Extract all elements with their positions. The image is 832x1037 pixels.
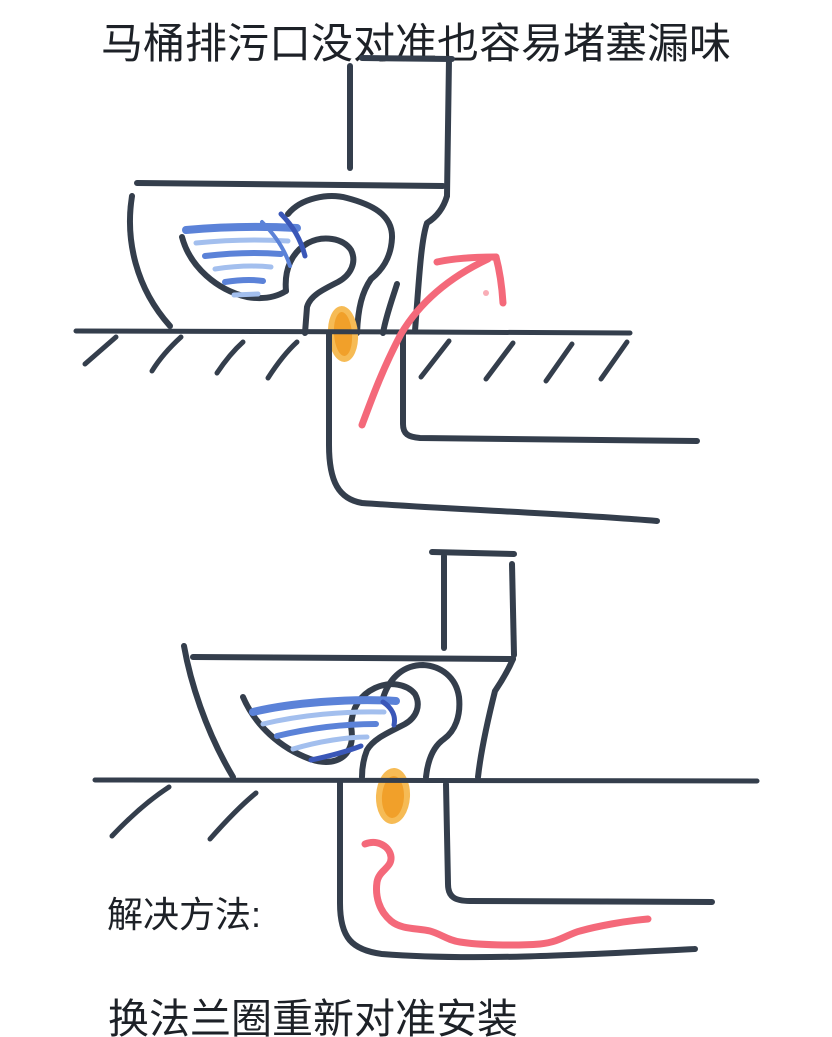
water-stroke <box>222 276 266 285</box>
tank-right-wall <box>509 561 517 658</box>
hatch-mark <box>543 341 575 384</box>
bowl-outer-left <box>127 193 173 329</box>
back-outline <box>412 193 450 334</box>
flange-seal-aligned <box>375 768 411 824</box>
tank-top <box>429 549 517 557</box>
hatch-mark <box>82 334 119 367</box>
drain-pipe-inner-wall <box>443 781 715 905</box>
waste-flow-line <box>361 839 652 949</box>
flange-ring-inner <box>381 776 404 818</box>
drain-pipe-outer-wall <box>337 780 698 961</box>
hatch-mark <box>418 338 452 380</box>
hatch-mark <box>598 339 630 382</box>
water-stroke <box>202 249 284 259</box>
underground-drain-pipe <box>326 331 700 524</box>
bowl-outer-left <box>181 643 236 780</box>
floor-hatching <box>109 784 259 842</box>
underground-drain-pipe <box>337 780 715 961</box>
bowl-water <box>182 211 308 298</box>
drain-pipe-outer-wall <box>326 331 660 524</box>
hatch-mark <box>214 339 246 376</box>
floor-line <box>73 328 633 336</box>
water-flow-over-weir <box>278 211 308 259</box>
water-flow-over-weir <box>380 699 397 728</box>
floor-line <box>92 777 760 784</box>
seat-line <box>134 180 446 189</box>
back-outline <box>475 656 516 780</box>
water-surface <box>182 222 301 234</box>
arrow-head-side <box>492 253 507 307</box>
hatch-mark <box>265 339 300 381</box>
diagram-bottom-aligned-toilet <box>92 549 760 961</box>
tank-top <box>359 55 455 62</box>
water-flow-stroke <box>260 220 292 268</box>
water-stroke <box>260 709 387 727</box>
toilet-outline <box>181 549 517 780</box>
water-stroke <box>308 743 364 763</box>
trap-outer-flare <box>380 281 400 336</box>
hatch-mark <box>483 340 516 382</box>
hatch-mark <box>109 784 172 839</box>
hatch-mark <box>207 790 259 842</box>
water-surface <box>249 696 400 716</box>
water-stroke <box>193 237 291 246</box>
drain-pipe-inner-wall <box>400 331 700 444</box>
water-stroke <box>274 721 379 739</box>
hatch-mark <box>149 334 184 374</box>
bowl-water <box>249 696 400 763</box>
trap-outer-curve <box>380 662 463 780</box>
diagram-top-misaligned-toilet <box>73 55 700 524</box>
trap-inner-curve <box>348 681 421 780</box>
water-stroke <box>212 263 274 272</box>
seat-line <box>190 654 516 662</box>
water-stroke <box>290 734 370 752</box>
trap-outer-curve <box>285 193 396 336</box>
water-stroke <box>231 291 261 298</box>
arrow-head-top <box>433 253 500 266</box>
solution-heading: 解决方法: <box>107 894 262 935</box>
toilet-outline <box>127 55 455 336</box>
solution-description: 换法兰圈重新对准安装 <box>108 996 518 1037</box>
arrow-shaft <box>358 255 492 429</box>
floor-hatching <box>82 334 630 384</box>
trap-inner-curve <box>282 235 357 336</box>
stray-ink-dot <box>483 290 489 296</box>
odor-leak-arrow <box>358 253 507 429</box>
tank-right-wall <box>444 56 452 199</box>
bowl-inner <box>179 234 289 302</box>
